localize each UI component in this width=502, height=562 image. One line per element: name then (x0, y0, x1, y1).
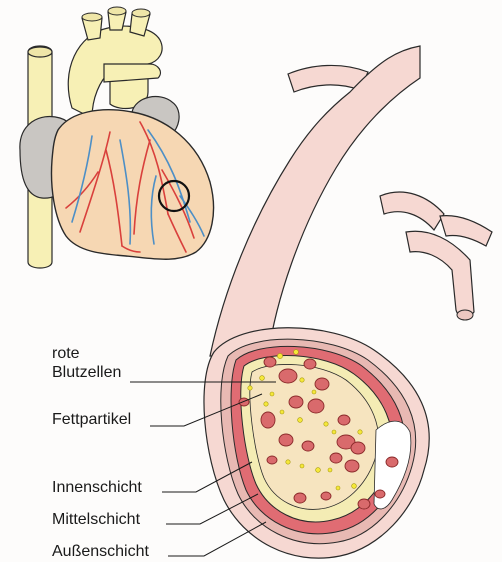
label-outer-layer: Außenschicht (52, 542, 149, 561)
heart-illustration (20, 7, 214, 268)
heart-body (52, 110, 214, 260)
artery-illustration (204, 46, 492, 558)
artery-branch-right-upper (380, 192, 444, 230)
label-fat-particles: Fettpartikel (52, 410, 131, 429)
artery-branch-right-lower (406, 231, 474, 317)
label-middle-layer: Mittelschicht (52, 510, 140, 529)
label-red-blood-cells-line2: Blutzellen (52, 363, 121, 382)
label-red-blood-cells-line1: rote (52, 344, 80, 363)
label-inner-layer: Innenschicht (52, 478, 142, 497)
